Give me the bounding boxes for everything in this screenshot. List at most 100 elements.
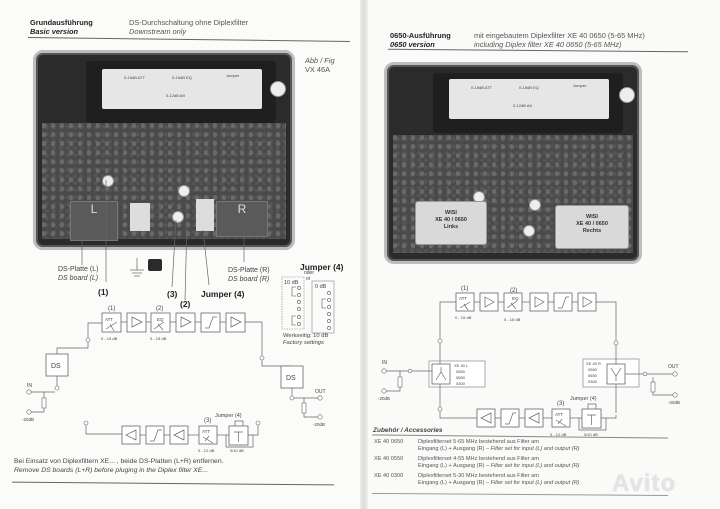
right-desc-en: including Diplex filter XE 40 0650 (5-65… [474, 40, 622, 49]
eq-potentiometer [178, 185, 190, 197]
accessory-item: XE 40 0650 Diplexfilterset 5-65 MHz best… [374, 439, 674, 455]
device-photo-basic: 0-15dB ATT 0-15dB EQ 0-12dB Att Jumper L… [33, 50, 295, 250]
label-att2: 0-12dB Att [166, 93, 185, 98]
filter-left-model: XE 40 / 0650 [435, 217, 467, 223]
right-description: mit eingebautem Diplexfilter XE 40 0650 … [474, 31, 645, 49]
factory-setting-de: Werkseitig: 10 dB [283, 333, 329, 339]
svg-text:ATT: ATT [105, 317, 113, 322]
jumper-or: or [306, 276, 311, 282]
svg-text:(1): (1) [461, 286, 468, 292]
accessory-line1: Diplexfilterset 5-65 MHz bestehend aus F… [418, 439, 539, 445]
note-de: Bei Einsatz von Diplexfiltern XE... , be… [14, 458, 224, 465]
label-jumper: Jumper [573, 83, 587, 88]
right-title: 0650-Ausführung 0650 version [390, 31, 451, 49]
left-desc-en: Downstream only [129, 27, 187, 36]
svg-text:(2): (2) [156, 306, 163, 312]
svg-text:EQ: EQ [157, 317, 164, 322]
white-plate-right [196, 199, 214, 231]
right-desc-de: mit eingebautem Diplexfilter XE 40 0650 … [474, 31, 645, 40]
svg-text:(1): (1) [108, 306, 115, 312]
svg-text:OUT: OUT [315, 389, 326, 395]
label-att2: 0-12dB Att [513, 103, 532, 108]
factory-setting-en: Factory settings [283, 340, 324, 346]
left-title-de: Grundausführung [30, 18, 93, 27]
svg-text:0550: 0550 [588, 367, 598, 372]
accessory-line2-de: Eingang (L) + Ausgang (R) – [418, 446, 491, 452]
settings-label-card: 0-15dB ATT 0-15dB EQ 0-12dB Att Jumper [449, 79, 609, 119]
accessory-desc: Diplexfilterset 5-30 MHz bestehend aus F… [418, 473, 580, 487]
callout-jumper-4: Jumper (4) [201, 289, 245, 299]
svg-text:(3): (3) [557, 401, 564, 407]
svg-text:0 - 12 dB: 0 - 12 dB [198, 448, 215, 453]
capacitor [619, 87, 635, 103]
accessories-title: Zubehör / Accessories [373, 427, 443, 434]
accessory-item: XE 40 0550 Diplexfilterset 4-55 MHz best… [374, 456, 674, 472]
circuit-board [42, 123, 286, 239]
svg-text:0/10 dB: 0/10 dB [230, 448, 244, 453]
svg-text:-20dB: -20dB [22, 417, 34, 422]
label-att: 0-15dB ATT [124, 75, 146, 80]
page-gutter [360, 0, 368, 509]
accessory-line1: Diplexfilterset 4-55 MHz bestehend aus F… [418, 456, 539, 462]
filter-left-side: Links [443, 224, 459, 230]
accessory-line2-en: Filter set for input (L) and output (R) [490, 446, 580, 452]
jumper-diagram: 10 dB 0 dB [281, 276, 335, 334]
filter-right-model: XE 40 / 0650 [576, 221, 608, 227]
svg-text:0 - 15 dB: 0 - 15 dB [101, 336, 118, 341]
accessory-line2-de: Eingang (L) + Ausgang (R) – [418, 480, 491, 486]
svg-text:10 dB: 10 dB [284, 280, 299, 286]
svg-text:IN: IN [382, 360, 387, 366]
svg-text:ATT: ATT [202, 429, 210, 434]
settings-label-card: 0-15dB ATT 0-15dB EQ 0-12dB Att Jumper [102, 69, 262, 109]
avito-watermark: Avito [612, 470, 677, 497]
label-att: 0-15dB ATT [471, 85, 493, 90]
diplex-filter-right: WISI XE 40 / 0650 Rechts [555, 205, 629, 249]
left-description: DS-Durchschaltung ohne Diplexfilter Down… [129, 18, 248, 36]
svg-text:-20dB: -20dB [668, 400, 680, 405]
label-eq: 0-15dB EQ [519, 85, 539, 90]
svg-text:0650: 0650 [588, 373, 598, 378]
svg-text:DS: DS [286, 375, 296, 382]
accessory-desc: Diplexfilterset 4-55 MHz bestehend aus F… [418, 456, 580, 470]
svg-text:0300: 0300 [456, 381, 466, 386]
accessory-code: XE 40 0300 [374, 473, 404, 479]
svg-text:0550: 0550 [456, 369, 466, 374]
svg-text:0 - 15 dB: 0 - 15 dB [150, 336, 167, 341]
label-eq: 0-15dB EQ [172, 75, 192, 80]
svg-text:Jumper (4): Jumper (4) [570, 396, 597, 402]
svg-text:-20dB: -20dB [313, 422, 325, 427]
left-desc-de: DS-Durchschaltung ohne Diplexfilter [129, 18, 249, 27]
right-title-de: 0650-Ausführung [390, 31, 451, 40]
svg-text:0 dB: 0 dB [315, 284, 327, 290]
figure-ref: Abb / Fig VX 46A [305, 56, 335, 74]
figure-ref-label: Abb / Fig [305, 56, 335, 65]
svg-text:(3): (3) [204, 418, 211, 424]
eq-potentiometer [529, 199, 541, 211]
left-title: Grundausführung Basic version [30, 18, 93, 36]
capacitor [270, 81, 286, 97]
ds-board-right-de: DS-Platte (R) [228, 267, 270, 274]
callout-3: (3) [167, 289, 178, 299]
ds-plate-left: L [70, 201, 118, 241]
svg-text:ATT: ATT [555, 412, 563, 417]
svg-text:-20dB: -20dB [378, 396, 390, 401]
ground-terminal [148, 259, 162, 271]
att-potentiometer [102, 175, 114, 187]
accessory-line2-de: Eingang (L) + Ausgang (R) – [418, 463, 491, 469]
svg-text:EQ: EQ [512, 296, 519, 301]
svg-text:0300: 0300 [588, 379, 598, 384]
block-diagram-0650: ATT (1) 0 - 15 dB EQ (2) 0 - 15 dB XE 40… [378, 286, 680, 437]
svg-text:XE 40 R: XE 40 R [586, 361, 601, 366]
filter-left-brand: WISI [445, 210, 457, 216]
ds-board-left-en: DS board (L) [58, 275, 99, 282]
accessory-desc: Diplexfilterset 5-65 MHz bestehend aus F… [418, 439, 580, 453]
svg-text:0 - 15 dB: 0 - 15 dB [455, 315, 472, 320]
white-plate-left [130, 203, 150, 231]
svg-text:ATT: ATT [459, 296, 467, 301]
filter-right-side: Rechts [582, 228, 602, 234]
svg-text:OUT: OUT [668, 364, 679, 370]
svg-text:IN: IN [27, 383, 32, 389]
accessory-item: XE 40 0300 Diplexfilterset 5-30 MHz best… [374, 473, 674, 489]
jumper-detail-title: Jumper (4) [300, 262, 344, 272]
accessory-line2-en: Filter set for input (L) and output (R) [490, 463, 580, 469]
